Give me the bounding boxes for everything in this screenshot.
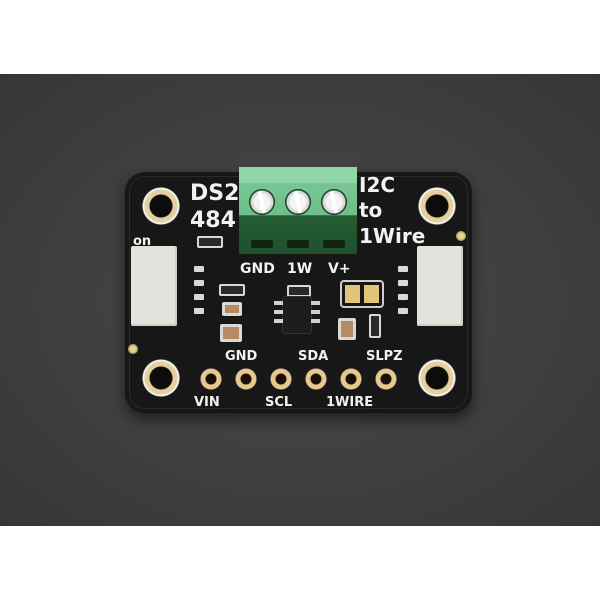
- resistor: [369, 314, 381, 338]
- wire-slot: [251, 240, 273, 248]
- connector-pin: [194, 308, 204, 314]
- resistor-30: [219, 284, 245, 296]
- header-pad-scl: [270, 368, 292, 390]
- screw-icon: [249, 189, 275, 215]
- connector-pin: [398, 266, 408, 272]
- connector-pin: [398, 294, 408, 300]
- led-resistor: [197, 236, 223, 248]
- mounting-hole-top-right: [417, 186, 457, 226]
- screw-icon: [321, 189, 347, 215]
- fiducial: [456, 231, 466, 241]
- terminal-label-gnd: GND: [240, 261, 275, 277]
- jumper-pad: [345, 285, 360, 303]
- title-right-line2: to: [359, 198, 383, 222]
- ic-pin: [311, 310, 320, 314]
- pin-label-slpz: SLPZ: [366, 349, 403, 364]
- screw-icon: [285, 189, 311, 215]
- connector-pin: [398, 308, 408, 314]
- mounting-hole-bottom-left: [141, 358, 181, 398]
- terminal-top: [239, 167, 357, 183]
- stemma-qt-connector-left: [131, 246, 177, 326]
- resistor-222: [287, 285, 311, 297]
- capacitor: [222, 302, 242, 316]
- ic-pin: [274, 301, 283, 305]
- terminal-label-1w: 1W: [287, 261, 313, 277]
- header-pad-gnd: [235, 368, 257, 390]
- mounting-hole-bottom-right: [417, 358, 457, 398]
- stemma-qt-connector-right: [417, 246, 463, 326]
- ic-pin: [274, 310, 283, 314]
- ic-pin: [311, 319, 320, 323]
- connector-pin: [194, 294, 204, 300]
- ic-pin: [311, 301, 320, 305]
- wire-slot: [287, 240, 309, 248]
- pin-label-sda: SDA: [298, 349, 329, 364]
- pin-label-1wire: 1WIRE: [326, 395, 374, 410]
- mounting-hole-top-left: [141, 186, 181, 226]
- wire-slot: [323, 240, 345, 248]
- connector-pin: [398, 280, 408, 286]
- terminal-label-vplus: V+: [328, 261, 351, 277]
- connector-pin: [194, 266, 204, 272]
- ds2484-chip: [283, 297, 311, 333]
- ic-pin: [274, 319, 283, 323]
- title-right-line1: I2C: [359, 173, 396, 197]
- pin-label-gnd: GND: [225, 349, 258, 364]
- jumper-pad: [364, 285, 379, 303]
- header-pad-slpz: [375, 368, 397, 390]
- header-pad-sda: [305, 368, 327, 390]
- title-left-line2: 484: [190, 208, 236, 233]
- screw-terminal-block: [239, 167, 357, 254]
- header-pad-1wire: [340, 368, 362, 390]
- title-right-line3: 1Wire: [359, 224, 426, 248]
- title-left-line1: DS2: [190, 181, 240, 206]
- connector-pin: [194, 280, 204, 286]
- fiducial: [128, 344, 138, 354]
- solder-jumper: [340, 280, 384, 308]
- header-pad-vin: [200, 368, 222, 390]
- pin-label-scl: SCL: [265, 395, 293, 410]
- capacitor: [220, 324, 242, 342]
- pin-label-vin: VIN: [194, 395, 220, 410]
- capacitor: [338, 318, 356, 340]
- led-label: on: [133, 234, 152, 249]
